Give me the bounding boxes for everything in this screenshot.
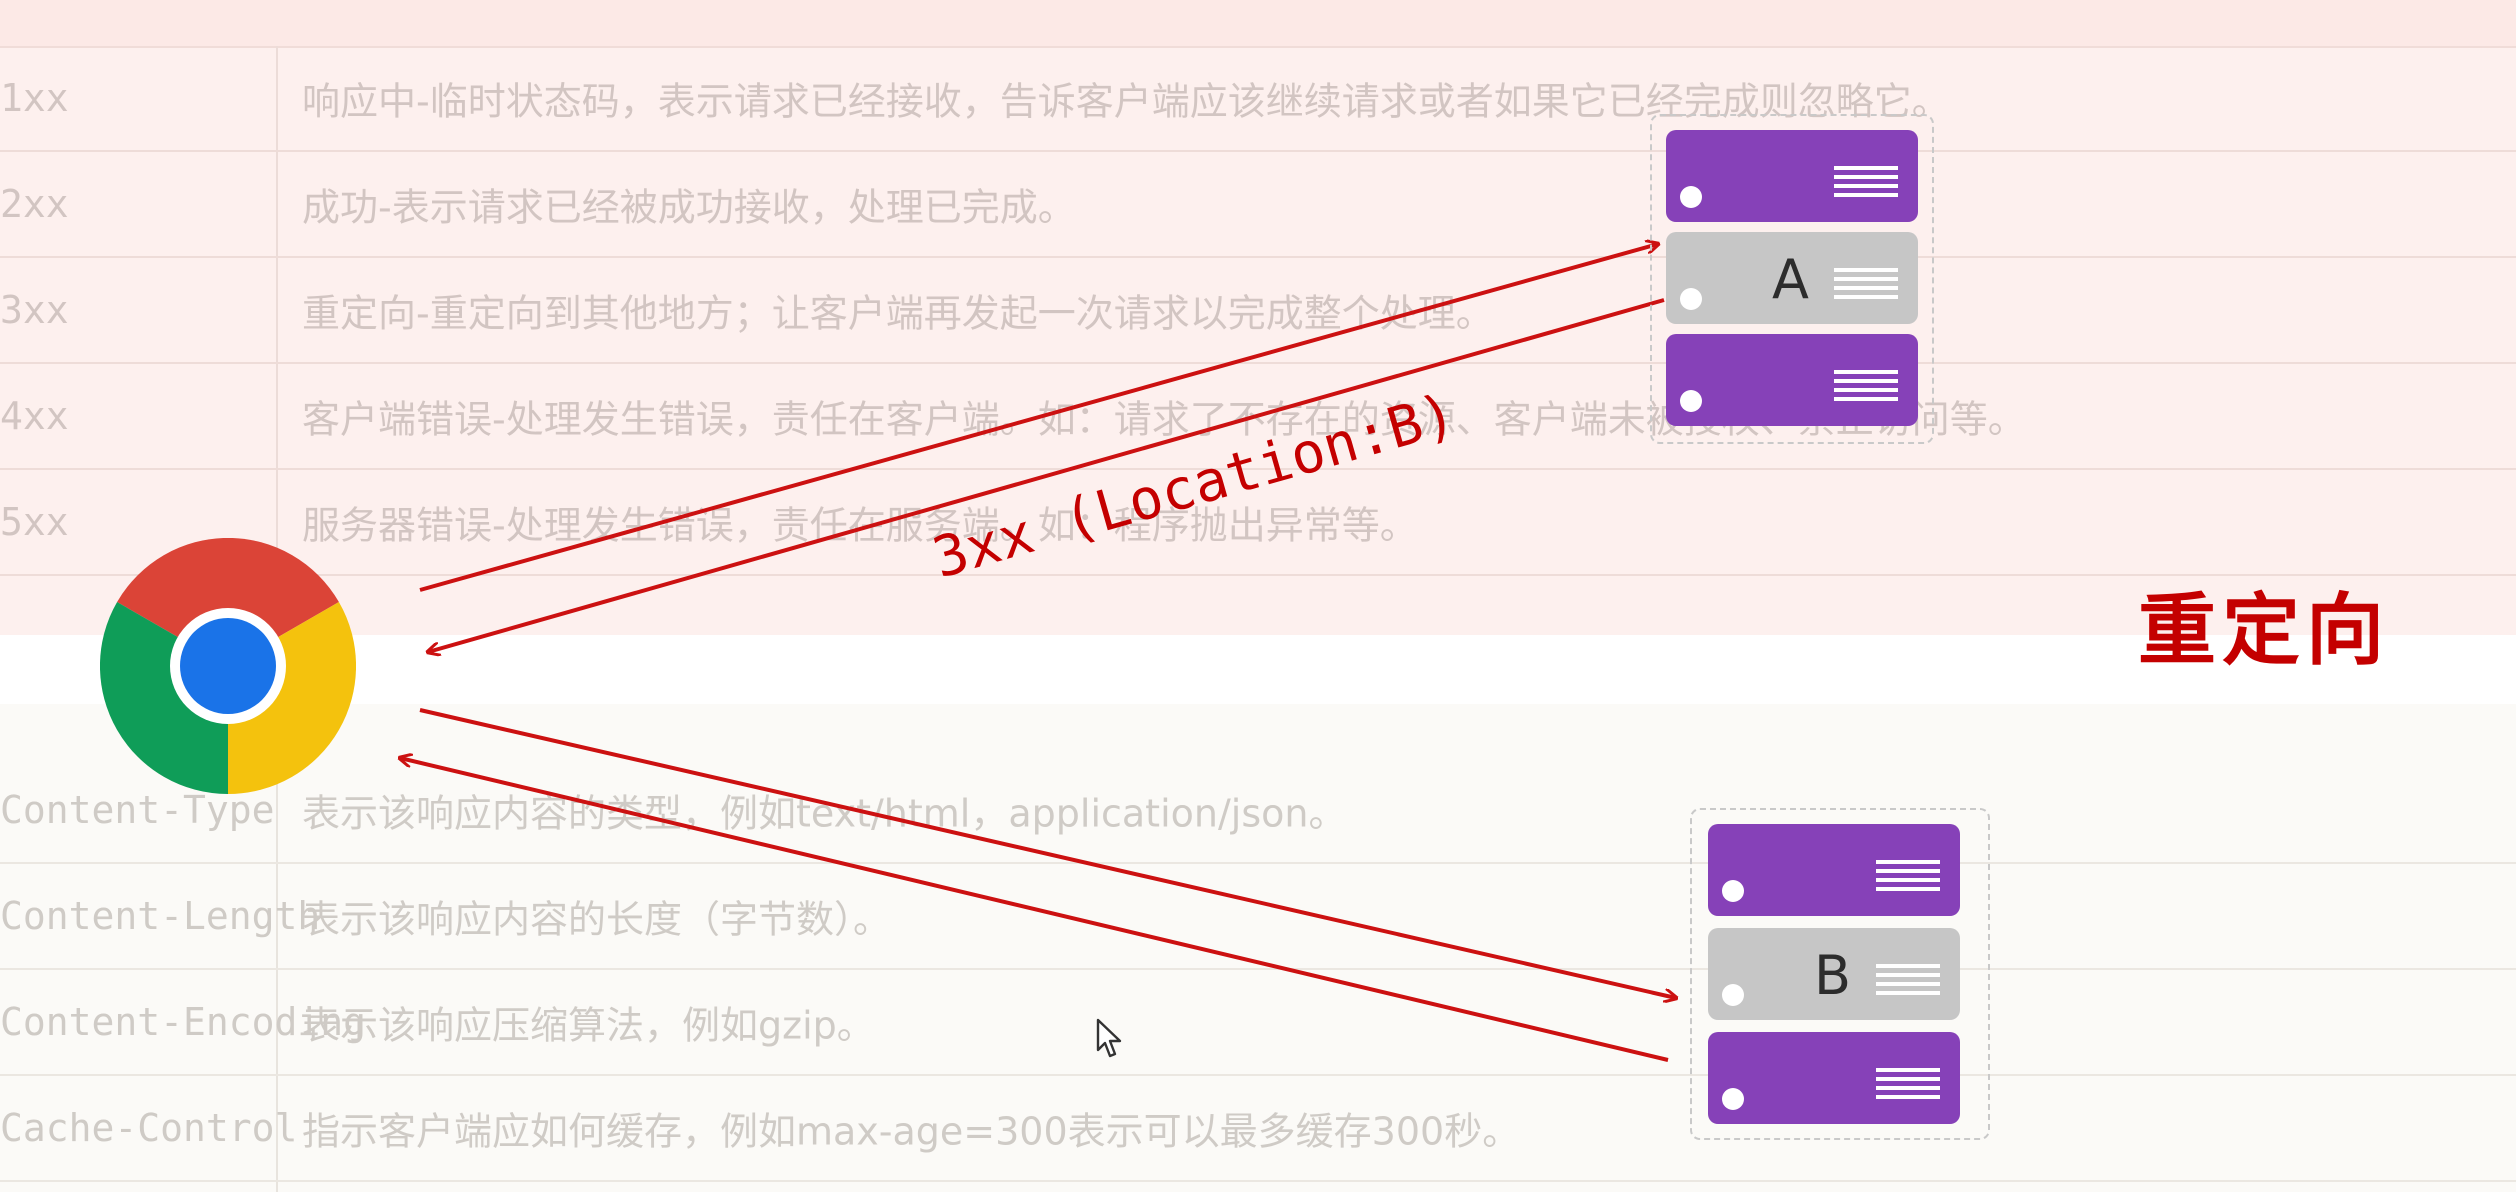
status-code-cell: 2xx — [0, 182, 69, 226]
server-a-label: A — [1772, 248, 1809, 311]
server-b-group: B — [1690, 808, 1990, 1140]
response-from-a-arrow — [428, 298, 1665, 652]
status-table-header — [0, 0, 2516, 48]
column-divider — [276, 46, 278, 635]
server-vent-icon — [1876, 964, 1940, 1004]
request-to-b-arrow — [419, 708, 1676, 998]
server-unit — [1666, 334, 1918, 426]
server-status-dot — [1680, 186, 1702, 208]
mouse-cursor-icon — [1096, 1018, 1122, 1058]
divider-band — [0, 635, 2516, 704]
status-code-table: 1xx 响应中-临时状态码，表示请求已经接收，告诉客户端应该继续请求或者如果它已… — [0, 0, 2516, 635]
server-status-dot — [1722, 880, 1744, 902]
status-desc-cell: 重定向-重定向到其他地方；让客户端再发起一次请求以完成整个处理。 — [302, 291, 1494, 336]
table-row: 1xx 响应中-临时状态码，表示请求已经接收，告诉客户端应该继续请求或者如果它已… — [0, 46, 2516, 152]
server-b-label: B — [1814, 944, 1852, 1007]
status-code-cell: 4xx — [0, 394, 69, 438]
server-unit — [1708, 1032, 1960, 1124]
server-status-dot — [1722, 1088, 1744, 1110]
server-unit — [1708, 824, 1960, 916]
header-desc-cell: 表示该响应内容的长度（字节数）。 — [302, 897, 892, 942]
header-desc-cell: 表示该响应内容的类型，例如text/html，application/json。 — [302, 791, 1347, 836]
status-code-cell: 3xx — [0, 288, 69, 332]
server-vent-icon — [1876, 1068, 1940, 1108]
table-row: 3xx 重定向-重定向到其他地方；让客户端再发起一次请求以完成整个处理。 — [0, 258, 2516, 364]
status-desc-cell: 响应中-临时状态码，表示请求已经接收，告诉客户端应该继续请求或者如果它已经完成则… — [302, 79, 1950, 124]
server-vent-icon — [1834, 166, 1898, 206]
status-code-cell: 5xx — [0, 500, 69, 544]
header-name-cell: Content-Encoding — [0, 1000, 367, 1044]
table-row: 2xx 成功-表示请求已经被成功接收，处理已完成。 — [0, 152, 2516, 258]
server-unit — [1666, 130, 1918, 222]
status-code-cell: 1xx — [0, 76, 69, 120]
chrome-browser-icon — [100, 538, 356, 794]
server-vent-icon — [1876, 860, 1940, 900]
status-desc-cell: 服务器错误-处理发生错误，责任在服务端。如：程序抛出异常等。 — [302, 503, 1418, 548]
server-status-dot — [1722, 984, 1744, 1006]
server-vent-icon — [1834, 268, 1898, 308]
header-name-cell: Content-Length — [0, 894, 321, 938]
header-desc-cell: 表示该响应压缩算法，例如gzip。 — [302, 1003, 875, 1048]
server-b: B — [1708, 928, 1960, 1020]
table-row: Content-Length 表示该响应内容的长度（字节数）。 — [0, 864, 2516, 970]
response-from-b-arrow — [400, 758, 1669, 1062]
diagram-title: 重定向 — [2138, 586, 2391, 676]
status-desc-cell: 成功-表示请求已经被成功接收，处理已完成。 — [302, 185, 1076, 230]
server-a-group: A — [1650, 114, 1934, 444]
server-a: A — [1666, 232, 1918, 324]
header-name-cell: Content-Type — [0, 788, 275, 832]
server-vent-icon — [1834, 370, 1898, 410]
response-header-table: Content-Type 表示该响应内容的类型，例如text/html，appl… — [0, 704, 2516, 1192]
server-status-dot — [1680, 288, 1702, 310]
table-row: Content-Encoding 表示该响应压缩算法，例如gzip。 — [0, 970, 2516, 1076]
table-row: Cache-Control 指示客户端应如何缓存，例如max-age=300表示… — [0, 1076, 2516, 1182]
table-row: 5xx 服务器错误-处理发生错误，责任在服务端。如：程序抛出异常等。 — [0, 470, 2516, 576]
server-status-dot — [1680, 390, 1702, 412]
table-row: Content-Type 表示该响应内容的类型，例如text/html，appl… — [0, 758, 2516, 864]
header-name-cell: Cache-Control — [0, 1106, 298, 1150]
request-to-a-arrow — [419, 244, 1658, 592]
column-divider — [276, 758, 278, 1192]
header-desc-cell: 指示客户端应如何缓存，例如max-age=300表示可以最多缓存300秒。 — [302, 1109, 1521, 1154]
